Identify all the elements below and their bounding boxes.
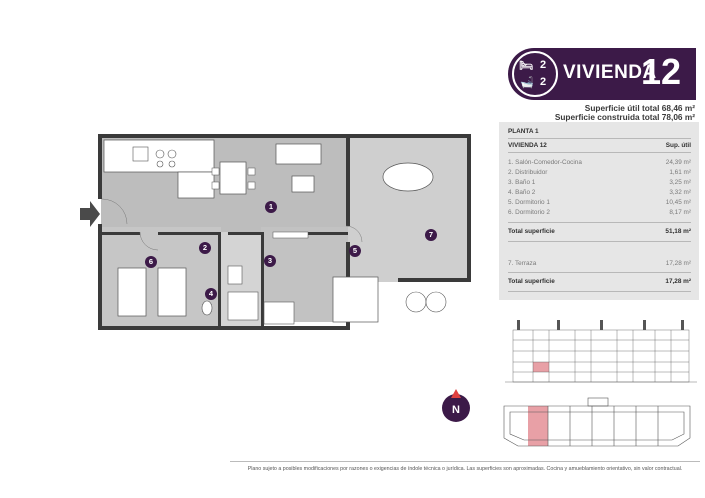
disclaimer: Plano sujeto a posibles modificaciones p… <box>247 466 683 472</box>
surface-useful: Superficie útil total 68,46 m² <box>584 103 695 113</box>
building-elevation <box>505 320 697 383</box>
bathrooms-count: 2 <box>540 76 547 88</box>
table-floor: PLANTA 1 <box>508 128 539 135</box>
bedrooms-count: 2 <box>540 59 547 71</box>
floor-plan <box>98 134 471 330</box>
unit-word: VIVIENDA <box>563 62 657 83</box>
rooms-icon-circle: 🛏 2 🛁 2 <box>512 51 558 97</box>
unit-number: 12 <box>641 51 682 92</box>
compass-label: N <box>452 404 460 416</box>
room-marker: 7 <box>425 229 437 241</box>
room-marker: 1 <box>265 201 277 213</box>
room-marker: 5 <box>349 245 361 257</box>
table-header-row: VIVIENDA 12 Sup. útil <box>508 142 691 149</box>
table-unit: VIVIENDA 12 <box>508 142 547 149</box>
room-marker: 4 <box>205 288 217 300</box>
key-plan <box>503 397 691 447</box>
table-col-header: Sup. útil <box>665 142 691 149</box>
compass-icon: N <box>439 389 473 423</box>
room-marker: 6 <box>145 256 157 268</box>
bed-icon: 🛏 <box>519 60 533 72</box>
room-marker: 2 <box>199 242 211 254</box>
room-marker: 3 <box>264 255 276 267</box>
surface-table: PLANTA 1 VIVIENDA 12 Sup. útil 1. Salón-… <box>499 122 699 300</box>
entry-arrow-icon <box>80 201 100 227</box>
surface-built: Superficie construida total 78,06 m² <box>554 112 695 122</box>
footer-divider <box>230 461 700 462</box>
bath-icon: 🛁 <box>520 77 534 89</box>
